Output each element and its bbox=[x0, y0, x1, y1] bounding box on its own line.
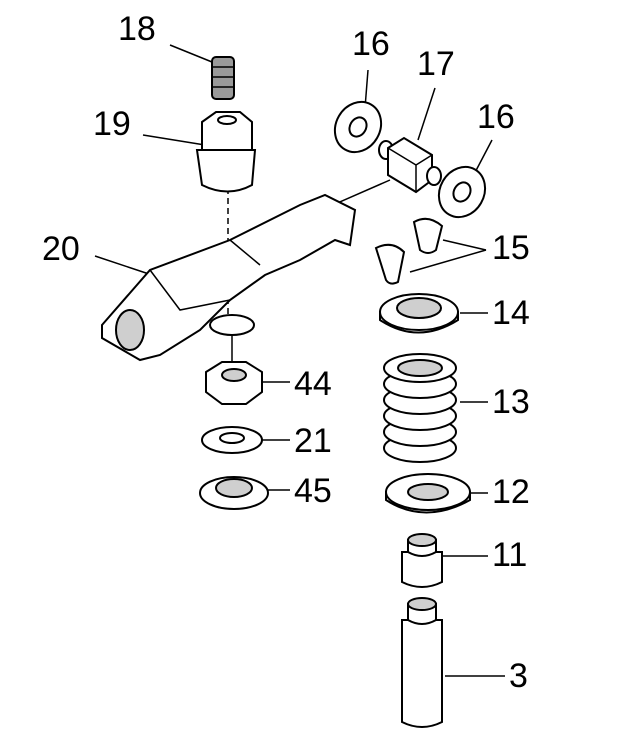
callout-14: 14 bbox=[492, 294, 530, 332]
part-12-spring-seat bbox=[385, 473, 471, 514]
callout-17: 17 bbox=[417, 45, 455, 83]
part-17-pivot-block bbox=[378, 136, 442, 194]
part-21-flat-washer bbox=[201, 426, 263, 454]
callout-16-right: 16 bbox=[477, 98, 515, 136]
part-16-washer-right bbox=[437, 165, 487, 219]
part-45-seal-washer bbox=[199, 476, 269, 510]
part-44-hex-nut bbox=[205, 361, 263, 405]
part-14-spring-retainer bbox=[379, 293, 459, 334]
part-15-valve-keepers bbox=[374, 217, 444, 285]
callout-45: 45 bbox=[294, 472, 332, 510]
callout-20: 20 bbox=[42, 230, 80, 268]
callout-3: 3 bbox=[509, 657, 528, 695]
part-20-rocker-arm bbox=[101, 193, 357, 362]
part-11-valve-stem-seal bbox=[401, 533, 443, 588]
callout-44: 44 bbox=[294, 365, 332, 403]
callout-18: 18 bbox=[118, 10, 156, 48]
callout-12: 12 bbox=[492, 473, 530, 511]
callout-15: 15 bbox=[492, 229, 530, 267]
part-16-washer-left bbox=[333, 100, 383, 154]
callout-19: 19 bbox=[93, 105, 131, 143]
part-18-set-screw bbox=[211, 56, 235, 100]
part-19-adjuster-nut bbox=[195, 111, 257, 193]
part-3-valve-guide bbox=[401, 597, 443, 728]
callout-11: 11 bbox=[492, 536, 527, 574]
callout-16-left: 16 bbox=[352, 25, 390, 63]
callout-13: 13 bbox=[492, 383, 530, 421]
part-13-valve-spring bbox=[383, 353, 457, 463]
callout-21: 21 bbox=[294, 422, 332, 460]
